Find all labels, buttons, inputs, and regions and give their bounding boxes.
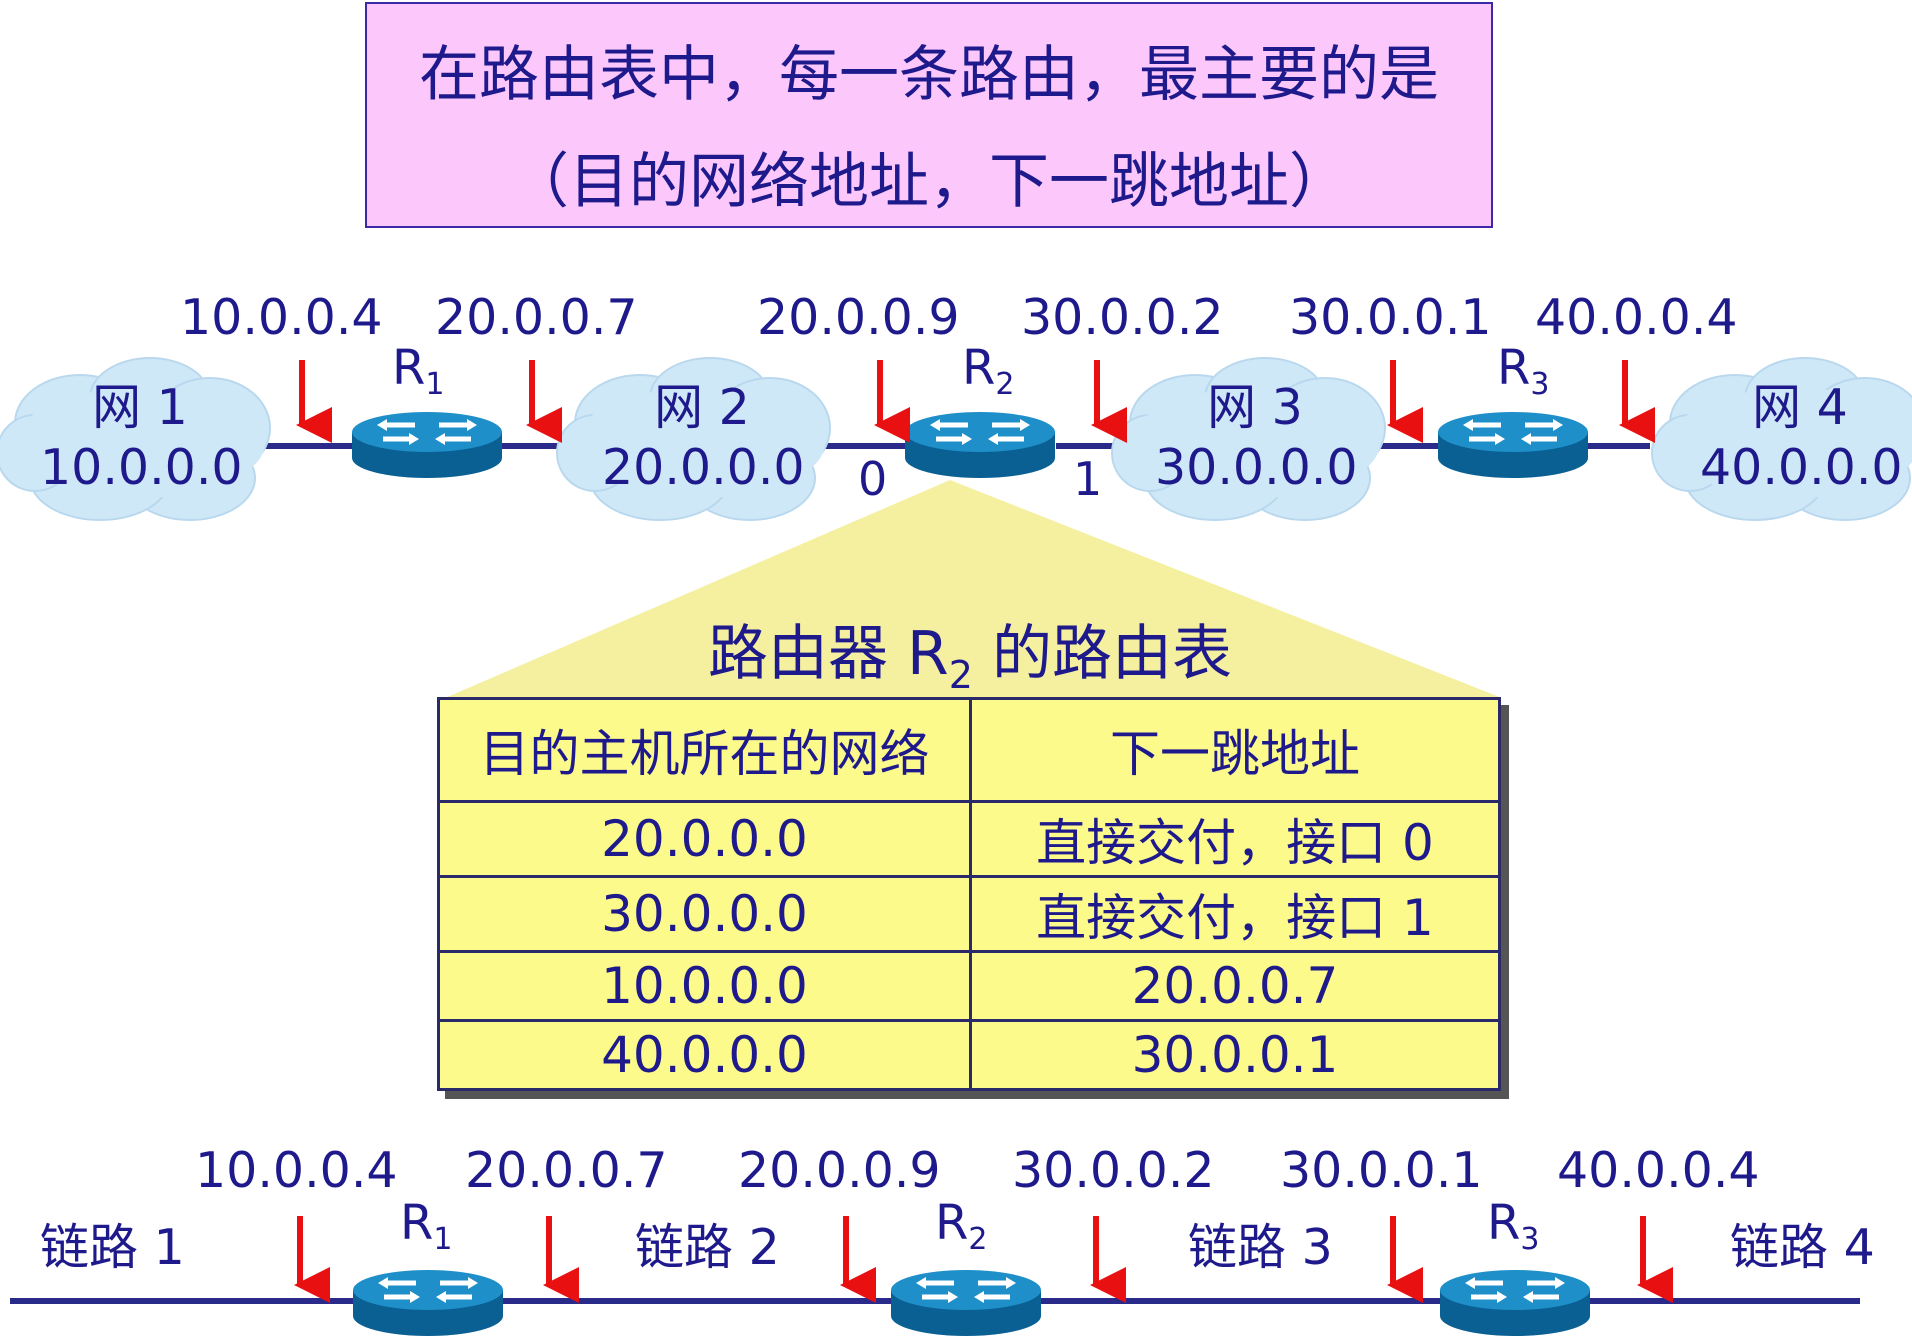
net1-label: 网 1 10.0.0.0 — [40, 378, 243, 498]
top-arrows — [296, 360, 1655, 443]
cell-next-hop: 直接交付，接口 1 — [969, 875, 1501, 953]
header-next-hop: 下一跳地址 — [969, 697, 1501, 803]
router-r3-label: R3 — [1497, 340, 1550, 402]
routing-table-title: 路由器 R2 的路由表 — [707, 619, 1233, 697]
r2-port-0: 0 — [858, 452, 888, 506]
cell-destination: 20.0.0.0 — [437, 800, 972, 878]
top-ip-6: 40.0.0.4 — [1535, 289, 1738, 346]
top-ip-2: 20.0.0.7 — [435, 289, 638, 346]
cell-next-hop: 20.0.0.7 — [969, 950, 1501, 1022]
table-row: 20.0.0.0 直接交付，接口 0 — [437, 800, 1501, 878]
bottom-arrows — [294, 1216, 1673, 1303]
router-r1-label: R1 — [392, 340, 445, 402]
header-destination: 目的主机所在的网络 — [437, 697, 972, 803]
router-r1-icon — [352, 412, 502, 478]
router-r3-icon — [1438, 412, 1588, 478]
title-line-1: 在路由表中，每一条路由，最主要的是 — [419, 40, 1439, 110]
top-ip-3: 20.0.0.9 — [757, 289, 960, 346]
link-4-label: 链路 4 — [1730, 1219, 1875, 1276]
router-r2-label: R2 — [962, 340, 1015, 402]
net4-name: 网 4 — [1752, 379, 1848, 436]
net2-label: 网 2 20.0.0.0 — [602, 378, 805, 498]
bottom-ip-5: 30.0.0.1 — [1280, 1142, 1483, 1199]
net3-address: 30.0.0.0 — [1155, 439, 1358, 496]
top-ip-1: 10.0.0.4 — [180, 289, 383, 346]
net4-address: 40.0.0.0 — [1700, 439, 1903, 496]
table-row: 10.0.0.0 20.0.0.7 — [437, 950, 1501, 1022]
callout-pointer — [445, 480, 1502, 698]
bottom-router-r1-label: R1 — [400, 1195, 453, 1257]
bottom-ip-2: 20.0.0.7 — [465, 1142, 668, 1199]
bottom-ip-1: 10.0.0.4 — [195, 1142, 398, 1199]
cell-destination: 40.0.0.0 — [437, 1019, 972, 1091]
cell-destination: 10.0.0.0 — [437, 950, 972, 1022]
table-row: 40.0.0.0 30.0.0.1 — [437, 1019, 1501, 1091]
router-r2-icon — [905, 412, 1055, 478]
table-row: 30.0.0.0 直接交付，接口 1 — [437, 875, 1501, 953]
title-line-2: （目的网络地址，下一跳地址） — [509, 147, 1349, 217]
bottom-ip-6: 40.0.0.4 — [1557, 1142, 1760, 1199]
bottom-router-r2-icon — [891, 1270, 1041, 1336]
top-ip-4: 30.0.0.2 — [1021, 289, 1224, 346]
table-header-row: 目的主机所在的网络 下一跳地址 — [437, 697, 1501, 803]
net3-name: 网 3 — [1207, 379, 1303, 436]
net4-label: 网 4 40.0.0.0 — [1700, 378, 1903, 498]
cell-next-hop: 30.0.0.1 — [969, 1019, 1501, 1091]
link-3-label: 链路 3 — [1188, 1219, 1333, 1276]
routing-table: 目的主机所在的网络 下一跳地址 20.0.0.0 直接交付，接口 0 30.0.… — [437, 697, 1501, 1091]
r2-port-1: 1 — [1073, 452, 1103, 506]
net1-address: 10.0.0.0 — [40, 439, 243, 496]
cell-destination: 30.0.0.0 — [437, 875, 972, 953]
net1-name: 网 1 — [92, 379, 188, 436]
cell-next-hop: 直接交付，接口 0 — [969, 800, 1501, 878]
bottom-ip-3: 20.0.0.9 — [738, 1142, 941, 1199]
top-ip-5: 30.0.0.1 — [1289, 289, 1492, 346]
link-2-label: 链路 2 — [635, 1219, 780, 1276]
bottom-router-r1-icon — [353, 1270, 503, 1336]
bottom-router-r2-label: R2 — [935, 1195, 988, 1257]
link-1-label: 链路 1 — [40, 1219, 185, 1276]
net2-name: 网 2 — [654, 379, 750, 436]
net3-label: 网 3 30.0.0.0 — [1155, 378, 1358, 498]
bottom-ip-4: 30.0.0.2 — [1012, 1142, 1215, 1199]
title-box: 在路由表中，每一条路由，最主要的是 （目的网络地址，下一跳地址） — [365, 2, 1493, 228]
net2-address: 20.0.0.0 — [602, 439, 805, 496]
bottom-router-r3-icon — [1440, 1270, 1590, 1336]
bottom-router-r3-label: R3 — [1487, 1195, 1540, 1257]
